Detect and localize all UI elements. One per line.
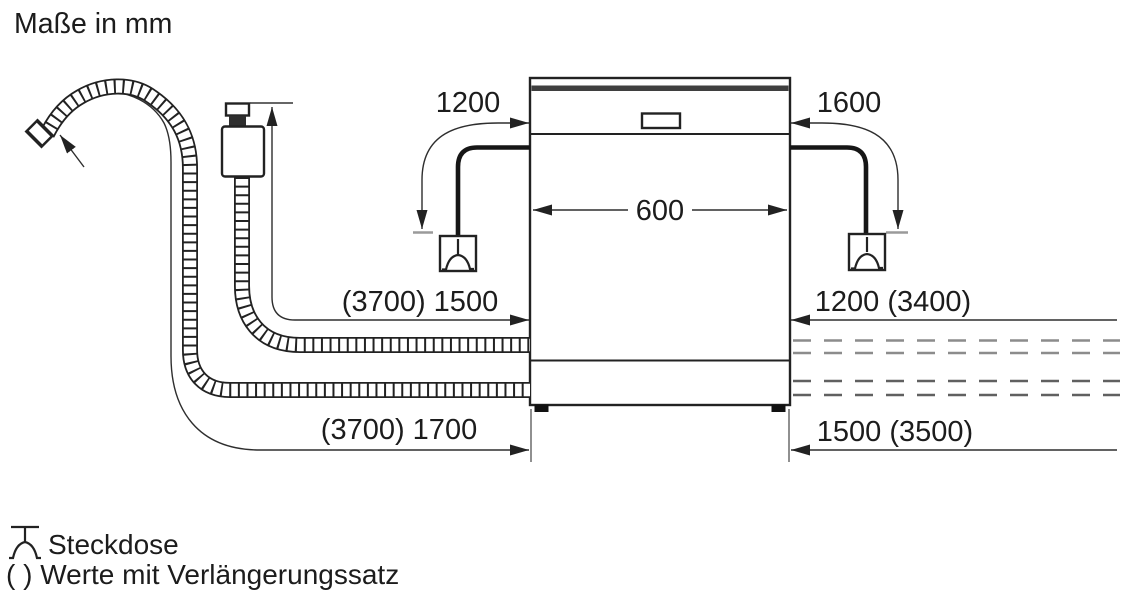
- legend: Steckdose ( ) Werte mit Verlängerungssat…: [6, 525, 399, 590]
- dishwasher-outline: [528, 76, 792, 407]
- power-cords: [438, 145, 887, 273]
- power-cord-right: [790, 145, 869, 234]
- dim-label-upper-right: 1200 (3400): [815, 286, 971, 318]
- dimension-labels: 1200 1600 600 (3700) 1500 1200 (3400) (3…: [321, 87, 973, 448]
- legend-brackets-note: ( ) Werte mit Verlängerungssatz: [6, 559, 399, 590]
- dim-label-drain-left: (3700) 1700: [321, 414, 477, 446]
- drain-hose: [24, 78, 530, 398]
- dim-label-right-cord: 1600: [817, 87, 882, 119]
- foot-right: [771, 404, 786, 412]
- socket-icon-right: [847, 232, 887, 272]
- dim-line-cord-right-1600: [791, 117, 904, 229]
- legend-socket-label: Steckdose: [48, 529, 179, 560]
- dim-line-cord-left-1200: [416, 117, 529, 229]
- worktop-band: [531, 85, 789, 91]
- page-title: Maße in mm: [14, 8, 172, 40]
- dim-label-left-cord: 1200: [436, 87, 501, 119]
- hose-continuation-dashes: [793, 339, 1120, 397]
- power-cord-left: [455, 145, 530, 236]
- drain-hose-end-arrow: [59, 134, 85, 168]
- dim-label-width: 600: [636, 195, 684, 227]
- thread-band: [229, 115, 246, 127]
- tap-connector-nut: [224, 102, 251, 117]
- foot-left: [534, 404, 549, 412]
- dimension-lines: [56, 90, 1117, 462]
- dim-label-inlet-left: (3700) 1500: [342, 286, 498, 318]
- socket-icon-left: [438, 234, 478, 273]
- dishwasher-front-view: [528, 76, 792, 412]
- door-handle: [640, 112, 682, 130]
- aquastop-box: [220, 125, 266, 178]
- socket-icon: [9, 525, 41, 560]
- dim-label-lower-right: 1500 (3500): [817, 416, 973, 448]
- drain-hose-end-cap: [24, 118, 55, 149]
- aquastop-valve: [220, 102, 266, 178]
- inlet-hose: [220, 102, 530, 353]
- dim-line-inlet-1500: [266, 107, 529, 326]
